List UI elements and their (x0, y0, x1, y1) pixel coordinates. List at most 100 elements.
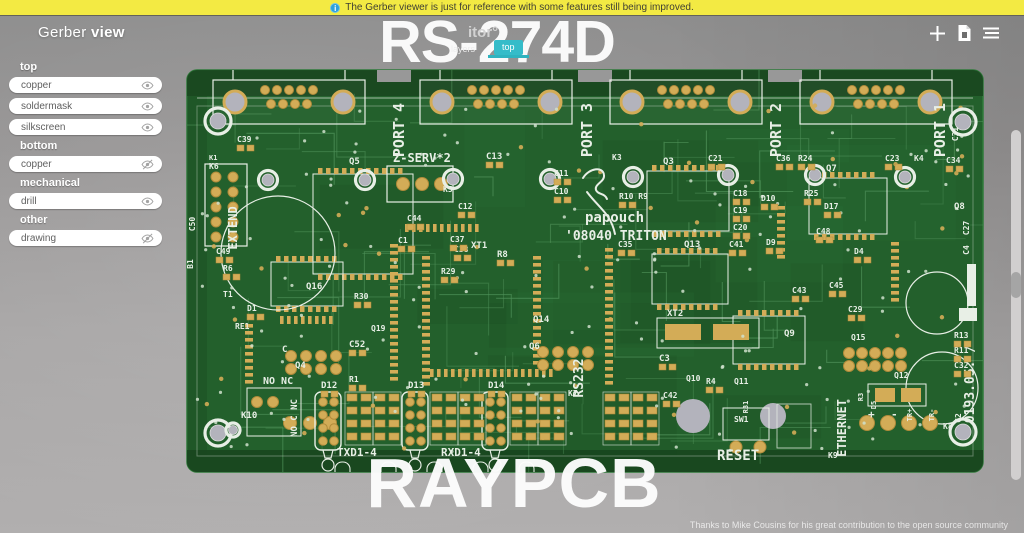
tab-top[interactable]: top (488, 40, 528, 58)
pcb-silkscreen-label: C13 (486, 152, 502, 162)
notice-banner: i The Gerber viewer is just for reference… (0, 0, 1024, 16)
page-title-regular: Gerber (38, 24, 87, 41)
pcb-silkscreen-label: R4 (706, 377, 716, 386)
pcb-silkscreen-label: Q6 (529, 342, 540, 352)
pcb-silkscreen-label: RE1 (235, 322, 250, 331)
pcb-silkscreen-label: K7 (568, 389, 578, 398)
pcb-silkscreen-label: C29 (848, 305, 863, 314)
pcb-silkscreen-label: D1 (247, 304, 257, 313)
watermark-bottom: RAYPCB (366, 444, 662, 522)
pcb-silkscreen-label: C (282, 345, 287, 355)
pcb-silkscreen-label: R1 (349, 375, 359, 384)
pcb-silkscreen-label: R29 (441, 267, 456, 276)
pcb-silkscreen-label: R31 (742, 401, 750, 414)
pcb-silkscreen-label: Q4 (295, 361, 306, 371)
menu-button[interactable] (982, 24, 1000, 42)
notice-text: The Gerber viewer is just for reference … (345, 2, 694, 13)
layer-toggle-other-drawing[interactable]: drawing (9, 230, 162, 246)
pcb-silkscreen-label: Q8 (954, 202, 965, 212)
pcb-silkscreen-label: C11 (554, 169, 569, 178)
pcb-silkscreen-label: K6 (209, 162, 219, 171)
eye-off-icon[interactable] (141, 232, 154, 245)
pcb-silkscreen-label: R30 (354, 292, 369, 301)
layer-toggle-mechanical-drill[interactable]: drill (9, 193, 162, 209)
menu-icon (983, 27, 999, 39)
report-button[interactable] (955, 24, 973, 42)
file-report-icon (958, 25, 970, 41)
pcb-silkscreen-label: PORT 2 (767, 103, 785, 157)
pcb-silkscreen-label: R11 (954, 346, 969, 355)
pcb-silkscreen-label: C45 (829, 281, 844, 290)
pcb-silkscreen-label: R3 (857, 393, 865, 401)
eye-icon[interactable] (141, 121, 154, 134)
pcb-silkscreen-label: K10 (241, 411, 257, 421)
pcb-silkscreen-label: R13 (954, 331, 969, 340)
pcb-silkscreen-label: C43 (792, 286, 807, 295)
tab-layers[interactable]: layers (451, 44, 476, 54)
pcb-silkscreen-label: D17 (824, 202, 839, 211)
pcb-silkscreen-label: D13 (408, 381, 424, 391)
pcb-silkscreen-label: C27 (962, 221, 971, 236)
pcb-silkscreen-label: D12 (321, 381, 337, 391)
pcb-silkscreen-label: Q16 (306, 282, 322, 292)
scrollbar[interactable] (1011, 130, 1021, 480)
pcb-silkscreen-label: K5 (443, 185, 453, 194)
pcb-silkscreen-label: ETHERNET (835, 399, 849, 457)
layer-toggle-top-silkscreen[interactable]: silkscreen (9, 119, 162, 135)
pcb-silkscreen-label: D9 (766, 238, 776, 247)
pcb-silkscreen-label: K3 (612, 153, 622, 162)
credit-text: Thanks to Mike Cousins for his great con… (689, 520, 1008, 530)
pcb-silkscreen-label: K9 (828, 451, 838, 460)
layer-toggle-top-copper[interactable]: copper (9, 77, 162, 93)
pcb-silkscreen-label: TR- (928, 409, 936, 422)
pcb-silkscreen-label: Q19 (371, 324, 386, 333)
pcb-silkscreen-label: Q13 (684, 240, 700, 250)
zoom-in-button[interactable] (928, 24, 946, 42)
pcb-silkscreen-label: C52 (349, 340, 365, 350)
pcb-silkscreen-label: Z-SERV*2 (393, 151, 451, 165)
pcb-silkscreen-label: PORT 3 (578, 103, 596, 157)
pcb-silkscreen-label: C3 (659, 354, 670, 364)
info-icon: i (330, 3, 341, 13)
pcb-silkscreen-label: Q11 (734, 377, 749, 386)
board-title-partial: itor° (468, 24, 499, 41)
pcb-silkscreen-label: C4 (962, 245, 971, 255)
scrollbar-thumb[interactable] (1011, 272, 1021, 298)
pcb-silkscreen-label: C20 (733, 223, 748, 232)
pcb-silkscreen-label: NO C NC (290, 399, 300, 437)
layer-group-top: top (20, 61, 38, 73)
pcb-silkscreen-label: R10 R9 (619, 192, 648, 201)
pcb-silkscreen-label: '08040 TRITON (565, 229, 667, 244)
sidebar: top copper soldermask silkscreen bottom co… (9, 58, 162, 251)
pcb-silkscreen-label: D4 (854, 247, 864, 256)
eye-icon[interactable] (141, 100, 154, 113)
layer-group-mechanical: mechanical (20, 177, 80, 189)
pcb-silkscreen-label: C48 (816, 227, 831, 236)
pcb-silkscreen-label: NO NC (263, 376, 293, 387)
pcb-silkscreen-label: C42 (663, 391, 678, 400)
pcb-silkscreen-label: C18 (733, 189, 748, 198)
eye-off-icon[interactable] (141, 158, 154, 171)
pcb-silkscreen-label: C10 (554, 187, 569, 196)
pcb-silkscreen-label: C37 (450, 235, 465, 244)
pcb-silkscreen-label: C12 (458, 202, 473, 211)
pcb-silkscreen-label: C34 (946, 156, 961, 165)
layer-group-bottom: bottom (20, 140, 58, 152)
pcb-silkscreen-label: K8 (943, 422, 953, 431)
pcb-silkscreen-label: Q3 (663, 157, 674, 167)
pcb-silkscreen-label: B1 (186, 259, 195, 269)
pcb-silkscreen-label: Q12 (894, 371, 909, 380)
eye-icon[interactable] (141, 79, 154, 92)
eye-icon[interactable] (141, 195, 154, 208)
pcb-silkscreen-label: EXTEND (226, 206, 240, 249)
pcb-silkscreen-label: C49 (216, 247, 231, 256)
layer-toggle-top-soldermask[interactable]: soldermask (9, 98, 162, 114)
pcb-silkscreen-label: XT2 (667, 309, 683, 319)
layer-toggle-bottom-copper[interactable]: copper (9, 156, 162, 172)
pcb-silkscreen-label: C44 (407, 214, 422, 223)
pcb-silkscreen-label: C23 (885, 154, 900, 163)
pcb-silkscreen-label: 0193.05. / (963, 345, 978, 423)
